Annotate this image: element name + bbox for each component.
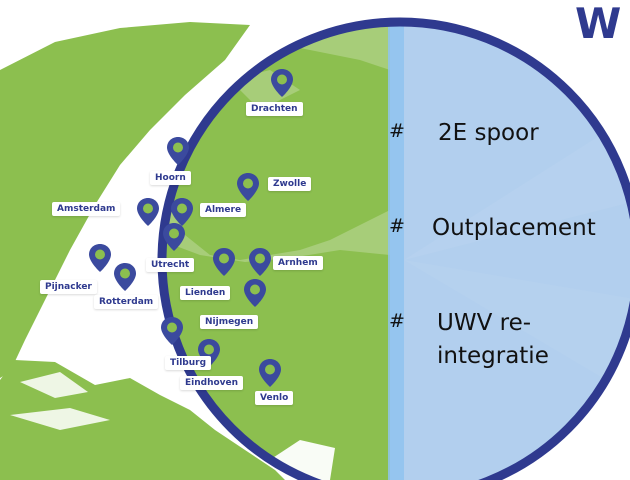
city-label-venlo: Venlo: [255, 391, 294, 405]
city-label-tilburg: Tilburg: [165, 356, 212, 370]
city-label-drachten: Drachten: [246, 102, 303, 116]
city-label-pijnacker: Pijnacker: [40, 280, 97, 294]
city-label-zwolle: Zwolle: [268, 177, 312, 191]
service-uwv-line1: UWV re-: [437, 310, 532, 336]
heading-fragment: W: [575, 0, 622, 48]
service-bullet-3: #: [389, 310, 405, 332]
service-bullet-2: #: [389, 215, 405, 237]
city-label-almere: Almere: [200, 203, 247, 217]
service-spoor: 2E spoor: [438, 120, 539, 146]
land-outside-circle: [0, 22, 285, 480]
city-label-arnhem: Arnhem: [273, 256, 323, 270]
city-label-lienden: Lienden: [180, 286, 231, 300]
pin-amsterdam-icon: [137, 198, 159, 226]
city-label-amsterdam: Amsterdam: [52, 202, 121, 216]
service-uwv-line2: integratie: [437, 343, 549, 369]
pin-pijnacker-icon: [89, 244, 111, 272]
city-label-hoorn: Hoorn: [150, 171, 191, 185]
city-label-eindhoven: Eindhoven: [180, 376, 244, 390]
pin-rotterdam-icon: [114, 263, 136, 291]
city-label-utrecht: Utrecht: [146, 258, 195, 272]
service-bullet-1: #: [389, 120, 405, 142]
service-outplacement: Outplacement: [432, 215, 596, 241]
city-label-rotterdam: Rotterdam: [94, 295, 159, 309]
city-label-nijmegen: Nijmegen: [200, 315, 259, 329]
